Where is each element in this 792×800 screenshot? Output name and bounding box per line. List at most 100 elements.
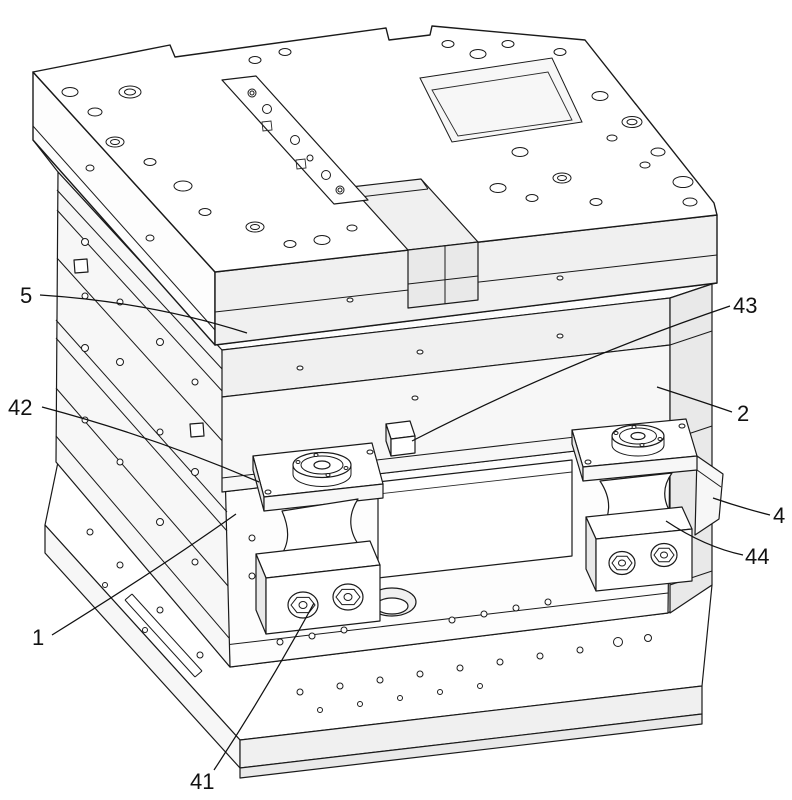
- hole: [576, 646, 584, 654]
- left-boss-center: [313, 460, 331, 470]
- hole: [416, 670, 424, 678]
- hole: [116, 561, 124, 569]
- right-boss-ring: [619, 427, 657, 445]
- ejector-holes: [248, 534, 552, 646]
- hole: [156, 606, 164, 614]
- right-boss-center: [630, 431, 646, 441]
- right-bolt-2-hex: [653, 547, 675, 563]
- hole: [173, 180, 193, 192]
- insert-rect-1: [261, 120, 273, 132]
- hole: [156, 518, 164, 526]
- label-42: 42: [8, 395, 32, 420]
- hole: [313, 235, 331, 245]
- hole: [525, 194, 539, 202]
- hole: [336, 682, 344, 690]
- leader-41: [213, 602, 315, 771]
- hole: [290, 135, 300, 145]
- hole: [262, 104, 272, 114]
- hole: [191, 558, 199, 566]
- hole: [682, 197, 698, 207]
- hole: [678, 423, 686, 429]
- hole: [469, 49, 487, 59]
- hole: [102, 582, 108, 588]
- hole: [480, 610, 488, 618]
- hole: [397, 695, 403, 701]
- hole: [606, 134, 618, 142]
- hole: [639, 161, 651, 169]
- side-boss-upper: [73, 258, 89, 274]
- hole: [317, 707, 323, 713]
- hole: [544, 598, 552, 606]
- leader-1: [51, 513, 237, 636]
- hole: [337, 187, 343, 193]
- hole: [308, 632, 316, 640]
- hole: [81, 238, 89, 246]
- left-bolt-1-center: [298, 601, 308, 609]
- base-slot: [124, 593, 203, 678]
- hole: [556, 333, 564, 339]
- hole: [343, 466, 349, 470]
- right-clamp-lug-edge: [696, 469, 722, 488]
- hole: [145, 234, 155, 242]
- right-clamp-flange-front: [582, 455, 698, 482]
- hole: [346, 297, 354, 303]
- leader-42: [41, 406, 260, 483]
- label-4: 4: [773, 503, 785, 528]
- right-clamp-lug: [694, 455, 724, 536]
- hole: [142, 627, 148, 633]
- leader-2: [656, 386, 733, 413]
- hole: [250, 224, 260, 230]
- hole: [556, 275, 564, 281]
- sprue-hole-inner: [375, 597, 409, 615]
- hole: [198, 208, 212, 216]
- hole: [85, 164, 95, 172]
- right-bolt-1-hex: [611, 555, 633, 571]
- hole: [81, 344, 89, 352]
- hole: [340, 626, 348, 634]
- hole: [448, 616, 456, 624]
- left-boss-dots: [264, 449, 374, 495]
- hole: [191, 468, 199, 476]
- plate-face-dots: [296, 333, 564, 401]
- left-bolt-2-center: [343, 593, 353, 601]
- base-plate: [44, 461, 713, 779]
- support-plate-seam: [224, 592, 669, 646]
- leader-5: [39, 294, 248, 334]
- left-bolt-1-hex: [290, 596, 316, 614]
- hole: [496, 658, 504, 666]
- side-boss-lower: [189, 422, 205, 438]
- plate-division-lines-left: [55, 189, 230, 639]
- hole: [264, 489, 272, 495]
- hole: [613, 637, 623, 647]
- hole: [536, 652, 544, 660]
- hole: [553, 48, 567, 56]
- top-pocket: [419, 57, 583, 143]
- left-boss-ring: [300, 455, 344, 475]
- hole: [501, 40, 515, 48]
- hole: [296, 365, 304, 371]
- hole: [248, 572, 256, 580]
- hole: [644, 634, 652, 642]
- hole: [511, 147, 529, 157]
- hole: [557, 175, 567, 181]
- hole: [191, 378, 199, 386]
- hole: [672, 176, 694, 188]
- left-face-holes: [81, 238, 199, 566]
- hole: [143, 158, 157, 166]
- hole: [248, 56, 262, 64]
- hole: [110, 139, 120, 145]
- hole: [657, 437, 663, 441]
- base-holes: [86, 528, 652, 713]
- core-edge: [377, 471, 573, 495]
- hole: [584, 459, 592, 465]
- hole: [325, 473, 331, 477]
- hole: [489, 183, 507, 193]
- left-bolt-2-hex: [335, 588, 361, 606]
- top-plate-side-dots: [85, 164, 564, 303]
- hole: [116, 358, 124, 366]
- hole: [86, 528, 94, 536]
- hole: [441, 40, 455, 48]
- right-bolt-1-center: [618, 559, 626, 567]
- hole: [416, 349, 424, 355]
